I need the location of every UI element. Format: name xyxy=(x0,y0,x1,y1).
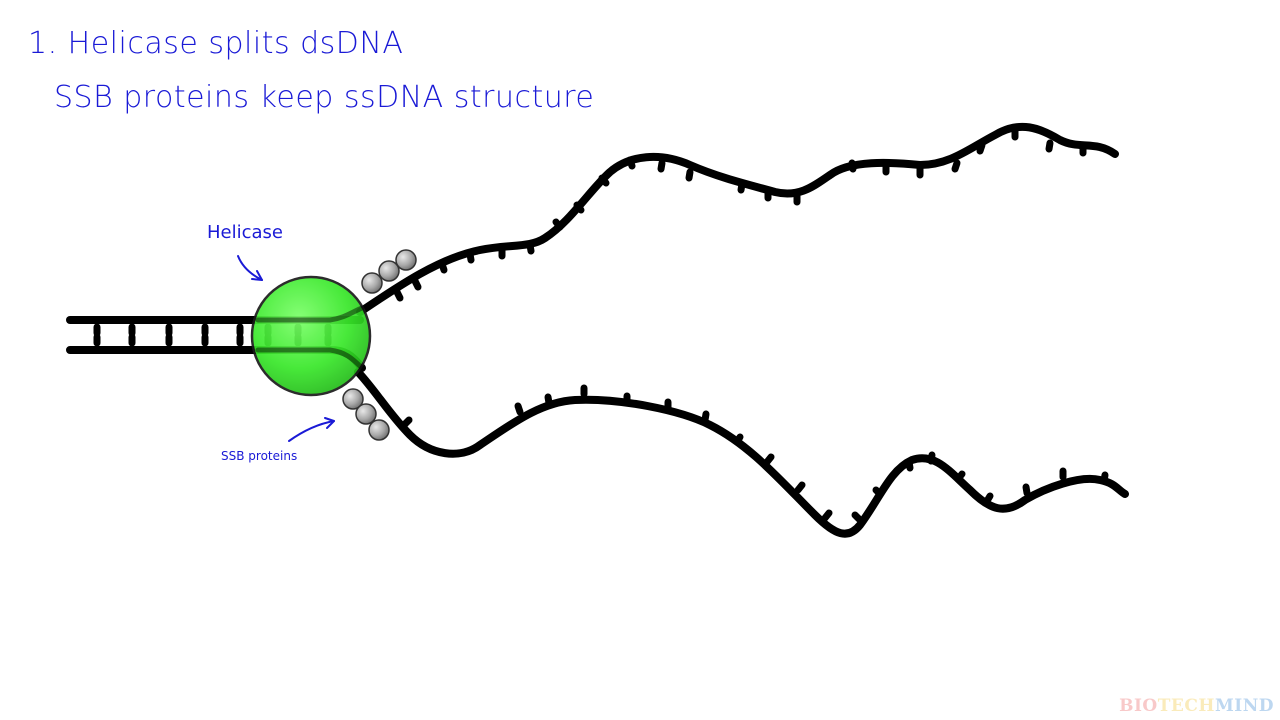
ssb-protein xyxy=(342,388,364,410)
ssb-proteins-label: SSB proteins xyxy=(221,449,298,463)
ssdna-upper-strand xyxy=(356,122,1119,316)
ssdna-lower-base-ticks xyxy=(401,384,1109,523)
helicase-pointer-arrow xyxy=(237,255,263,281)
ssb-pointer-arrow xyxy=(288,417,335,442)
watermark-part-mind: MIND xyxy=(1214,696,1274,716)
helicase-enzyme xyxy=(250,275,372,397)
ssb-protein xyxy=(395,249,417,271)
ssdna-lower xyxy=(354,368,1129,538)
ssb-protein xyxy=(355,403,377,425)
ssb-protein xyxy=(378,260,400,282)
watermark-part-bio: BIO xyxy=(1119,696,1158,716)
ssb-proteins-lower xyxy=(342,388,390,441)
ssdna-lower-strand xyxy=(354,368,1129,538)
helicase-circle xyxy=(250,275,372,397)
ssb-protein xyxy=(361,272,383,294)
ssdna-upper-base-ticks xyxy=(393,127,1087,302)
ssdna-upper xyxy=(356,122,1119,316)
title-line-2: SSB proteins keep ssDNA structure xyxy=(54,80,595,115)
watermark-part-tech: TECH xyxy=(1157,696,1215,716)
ssb-proteins-upper xyxy=(361,249,417,294)
biotechmind-watermark: BIOTECHMIND xyxy=(1119,696,1274,716)
ssb-protein xyxy=(368,419,390,441)
title-line-1: 1. Helicase splits dsDNA xyxy=(28,26,404,61)
helicase-label: Helicase xyxy=(207,222,283,243)
